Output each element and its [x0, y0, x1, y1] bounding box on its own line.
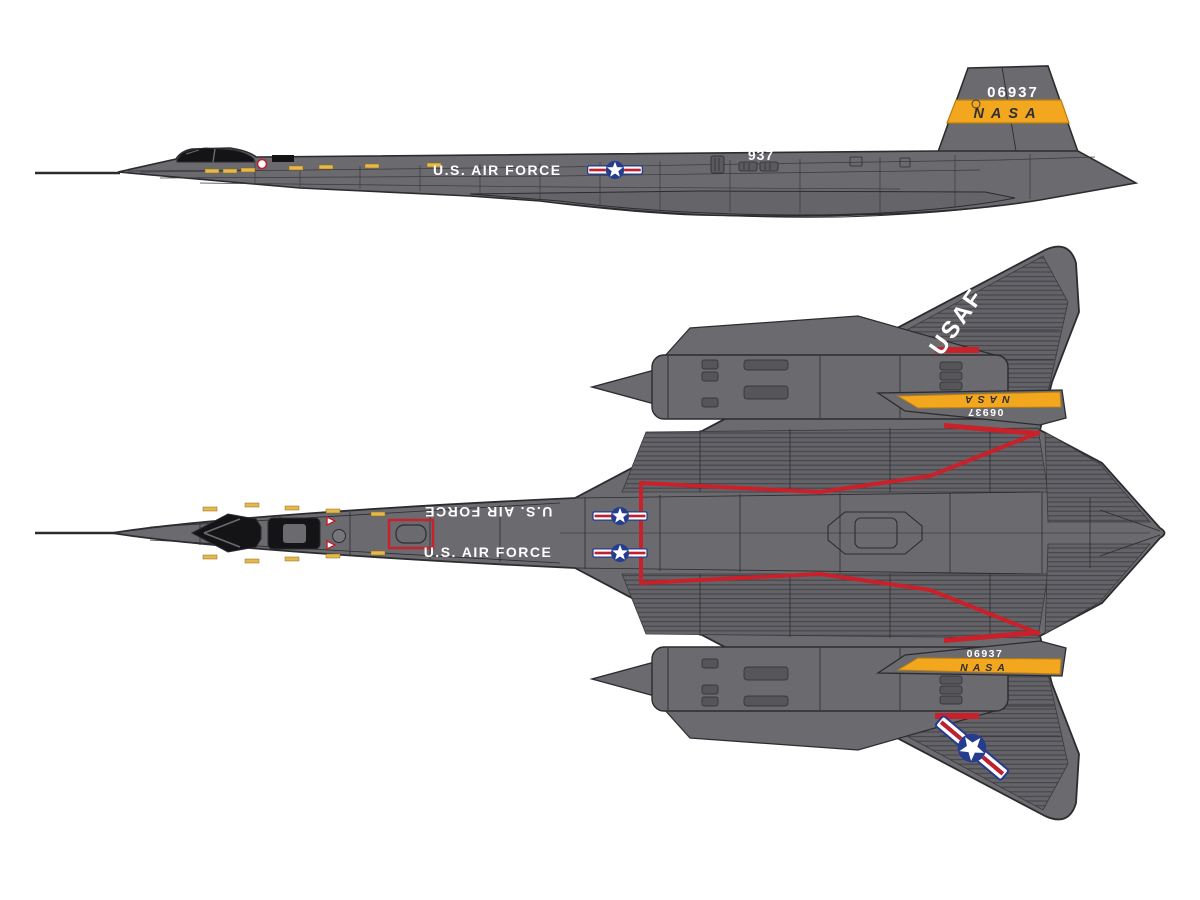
nasa-tail-text-side: NASA: [973, 106, 1042, 122]
upper-fin-nasa-band: [896, 391, 1062, 409]
fin-access-detail: [971, 99, 981, 109]
airforce-text-top-mirrored: U.S. AIR FORCE: [424, 504, 553, 520]
red-panel-outline: [387, 518, 435, 550]
corrugation-aft-upper: [1044, 431, 1151, 523]
corrugation-upper-inner: [621, 427, 1049, 493]
warning-triangle-upper: [326, 515, 337, 527]
lower-fin-number-text: 06937: [967, 648, 1004, 660]
corrugation-lower-inner: [621, 573, 1049, 639]
nasa-band-side: [946, 99, 1070, 124]
rescue-marking-icon: [256, 158, 268, 170]
lower-fin-nasa-text: NASA: [960, 662, 1010, 674]
aft-window: [272, 155, 294, 162]
side-view: 06937 NASA: [35, 65, 1139, 218]
upper-fin-nasa-text: NASA: [960, 393, 1010, 405]
canopy-side: [176, 147, 294, 163]
tail-fin-side: 06937 NASA: [936, 65, 1080, 153]
red-walkway-outline: [639, 430, 1041, 636]
canopy-frame-line: [212, 148, 216, 163]
corrugation-aft-lower: [1044, 543, 1151, 635]
canopy-glass-side: [176, 147, 255, 163]
corrugated-skin: [621, 255, 1151, 811]
canopy-top: [190, 502, 386, 564]
windscreen-frame-line: [185, 149, 200, 155]
lower-fin-nasa-band: [896, 657, 1062, 675]
upper-nacelle-fin: NASA 06937: [875, 389, 1067, 426]
canopy-caution-markings: [202, 502, 386, 564]
upper-fin-number-text: 06937: [967, 406, 1004, 418]
vent-grilles-side: [710, 155, 911, 174]
lower-nacelle-vents: [701, 658, 963, 707]
dorsal-hatch: [827, 511, 923, 555]
forward-canopy-top: [190, 513, 262, 553]
airforce-text-side: U.S. AIR FORCE: [433, 162, 562, 178]
airforce-text-top: U.S. AIR FORCE: [424, 544, 553, 560]
upper-nacelle-vents: [701, 359, 963, 408]
forward-canopy-frames: [203, 518, 241, 548]
spine-panel: [387, 518, 435, 550]
red-edge-markings: [935, 347, 1038, 719]
cockpit-markings-side: [204, 158, 442, 174]
panel-lines-side: [127, 154, 1096, 213]
sensor-window: [332, 529, 346, 543]
lower-nacelle-fin: 06937 NASA: [875, 640, 1067, 677]
nose-number-side: 937: [748, 147, 774, 163]
wing-root-side: [469, 190, 1016, 216]
tail-number-side: 06937: [987, 84, 1039, 101]
nacelle-underside-line: [559, 202, 1001, 218]
panel-inner-detail: [395, 524, 427, 544]
aft-canopy-hatch: [283, 524, 306, 543]
top-view: NASA 06937 06937 NASA USAF U.S. AIR FORC…: [35, 245, 1166, 821]
warning-triangle-lower: [326, 539, 337, 551]
